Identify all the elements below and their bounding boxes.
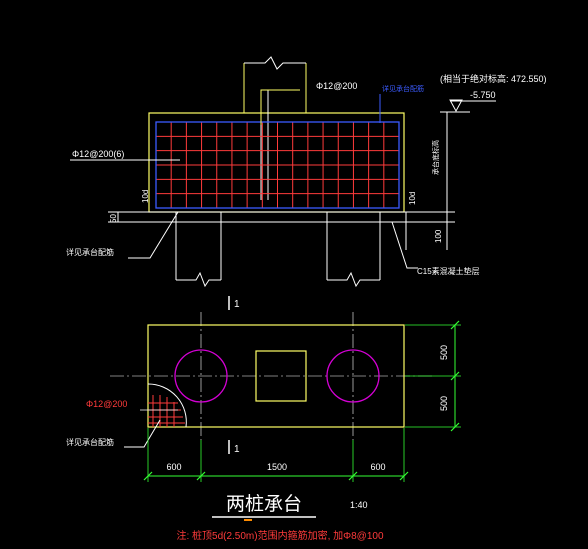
label-cushion-ref: 详见承台配筋 [66, 247, 114, 257]
plan-view: 1 1 Φ12@200 详见承台配筋 [66, 296, 461, 482]
label-vertical-note: 承台底标高 [431, 140, 440, 175]
dims-right [405, 320, 461, 432]
corner-rebar-detail [140, 383, 187, 428]
label-top-bar: Φ12@200 [316, 81, 357, 91]
rebar-grid [155, 121, 400, 209]
dim-bottom-left: 600 [166, 462, 181, 472]
drawing-title: 两桩承台 [226, 493, 302, 515]
label-elev-value: -5.750 [470, 90, 496, 100]
dim-right-bottom: 500 [439, 396, 449, 411]
label-elev: (相当于绝对标高: 472.550) [440, 73, 547, 84]
dim-bottom-right: 600 [370, 462, 385, 472]
cap-outline [148, 112, 405, 213]
label-10d-right: 10d [408, 192, 417, 205]
leader-top-bar [260, 89, 300, 125]
label-c15: C15素混凝土垫层 [417, 266, 480, 276]
leader-c15 [391, 221, 418, 269]
label-blue-note: 详见承台配筋 [382, 84, 424, 93]
label-side-bar: Φ12@200(6) [72, 149, 124, 159]
pile-left [175, 212, 222, 288]
blue-stirrup [155, 121, 400, 209]
plan-cap-outline [147, 324, 405, 428]
section-mark-bottom: 1 [234, 444, 240, 455]
drawing-scale: 1:40 [350, 500, 368, 510]
dim-bottom-middle: 1500 [267, 462, 287, 472]
plan-pile-right [326, 349, 380, 403]
label-100: 100 [434, 229, 443, 243]
section-mark-top: 1 [234, 299, 240, 310]
section-view: Φ12@200 Φ12@200(6) 详见承台配筋 (相当于绝对标高: 472.… [66, 56, 547, 288]
leader-corner-ref [124, 419, 161, 448]
cushion-layer [117, 211, 407, 223]
plan-column [255, 350, 307, 402]
elev-symbol [449, 99, 463, 113]
plan-pile-left [174, 349, 228, 403]
label-50: 50 [109, 214, 118, 223]
dim-right-top: 500 [439, 345, 449, 360]
drawing-note: 注: 桩顶5d(2.50m)范围内箍筋加密, 加Φ8@100 [176, 529, 384, 542]
title-block: 两桩承台 1:40 注: 桩顶5d(2.50m)范围内箍筋加密, 加Φ8@100 [176, 493, 384, 542]
label-corner-bar: Φ12@200 [86, 399, 127, 409]
column-break-line [244, 56, 306, 70]
label-10d-left: 10d [141, 190, 150, 203]
leader-cushion-ref [128, 211, 179, 259]
pile-right [326, 212, 381, 288]
dims-bottom [143, 428, 409, 482]
label-corner-ref: 详见承台配筋 [66, 437, 114, 447]
